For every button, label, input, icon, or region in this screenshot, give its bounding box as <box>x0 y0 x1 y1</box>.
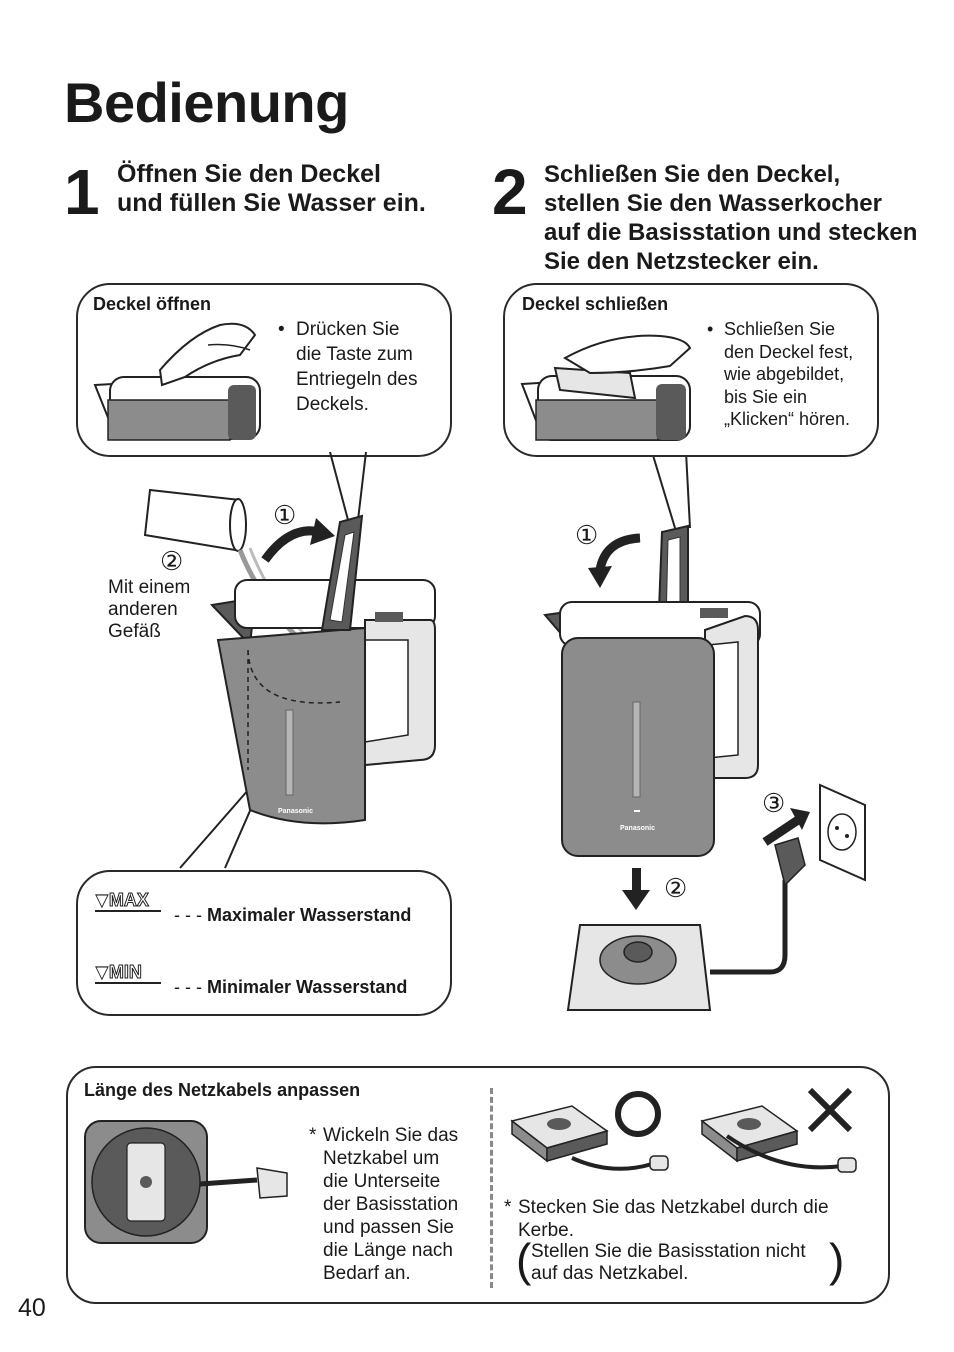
vessel-line: Mit einem <box>108 577 191 598</box>
cord-line: Wickeln Sie das <box>323 1125 459 1146</box>
max-mark-text: MAX <box>108 890 149 911</box>
callout-line: „Klicken“ hören. <box>724 409 851 429</box>
step-2-circle-1: ① <box>575 520 599 550</box>
cord-line: und passen Sie <box>323 1217 454 1238</box>
paren-left: ( <box>516 1234 532 1286</box>
step-2-heading: Schließen Sie den Deckel, stellen Sie de… <box>544 160 917 276</box>
cord-notch-line: Kerbe. <box>518 1220 574 1241</box>
max-label-text: Maximaler Wasserstand <box>207 905 412 925</box>
base-underside-illustration <box>84 1120 288 1244</box>
step-2-heading-line: auf die Basisstation und stecken <box>544 219 918 246</box>
callout-open-lid-title: Deckel öffnen <box>93 294 212 314</box>
kettle-brand: Panasonic <box>278 808 313 815</box>
cord-line: Netzkabel um <box>323 1148 440 1169</box>
cord-notch-illustrations <box>510 1087 857 1173</box>
correct-circle-icon <box>615 1091 661 1137</box>
callout-open-lid-text: • Drücken Sie die Taste zum Entriegeln d… <box>278 319 418 415</box>
cord-length-title: Länge des Netzkabels anpassen <box>84 1080 361 1100</box>
cord-box-divider <box>490 1088 493 1288</box>
cord-line: Bedarf an. <box>323 1263 411 1284</box>
callout-line: Deckels. <box>296 394 369 415</box>
step-1-number: 1 <box>64 156 100 228</box>
step-1-heading-line: Öffnen Sie den Deckel <box>117 160 381 188</box>
cord-notch-line: Stecken Sie das Netzkabel durch die <box>518 1197 829 1218</box>
callout-line: Entriegeln des <box>296 369 418 390</box>
callout-line: Schließen Sie <box>724 319 836 339</box>
max-mark: ▽MAX <box>95 890 161 912</box>
cord-wrap-text: * Wickeln Sie das Netzkabel um die Unter… <box>309 1124 458 1285</box>
step-2-circle-3: ③ <box>762 788 786 818</box>
min-mark: ▽MIN <box>95 962 161 984</box>
max-label: - - - Maximaler Wasserstand <box>174 905 412 925</box>
callout-line: wie abgebildet, <box>724 364 845 384</box>
vessel-line: anderen <box>108 599 178 620</box>
asterisk: * <box>309 1125 317 1146</box>
wrong-cross-icon <box>807 1087 853 1133</box>
min-mark-text: MIN <box>108 962 142 983</box>
min-label: - - - Minimaler Wasserstand <box>174 977 408 997</box>
cord-line: die Unterseite <box>323 1171 441 1192</box>
step-1-heading: Öffnen Sie den Deckel und füllen Sie Was… <box>117 160 426 218</box>
callout-close-lid-title: Deckel schließen <box>522 294 669 314</box>
page-title: Bedienung <box>64 71 349 134</box>
callout-line: die Taste zum <box>296 344 413 365</box>
cord-warning-line: auf das Netzkabel. <box>531 1263 689 1284</box>
callout-line: bis Sie ein <box>724 386 808 407</box>
step-2-heading-line: Schließen Sie den Deckel, <box>544 161 841 188</box>
page-number: 40 <box>18 1294 46 1322</box>
step-2-heading-line: Sie den Netzstecker ein. <box>544 248 819 275</box>
step-2-number: 2 <box>492 156 528 228</box>
kettle-brand: Panasonic <box>620 825 655 832</box>
paren-right: ) <box>829 1234 845 1286</box>
vessel-line: Gefäß <box>108 621 161 642</box>
water-level-box <box>76 870 452 1016</box>
min-label-text: Minimaler Wasserstand <box>207 977 408 997</box>
cord-warning-line: Stellen Sie die Basisstation nicht <box>531 1241 806 1262</box>
other-vessel-label: Mit einem anderen Gefäß <box>108 577 190 643</box>
cord-line: die Länge nach <box>323 1240 453 1261</box>
cord-warning-text: ( Stellen Sie die Basisstation nicht auf… <box>516 1237 844 1285</box>
kettle-fill-illustration: Panasonic <box>143 488 436 825</box>
hand-press-illustration <box>93 322 261 441</box>
step-2-circle-2: ② <box>664 873 688 903</box>
step-1-heading-line: und füllen Sie Wasser ein. <box>117 189 426 217</box>
callout-line: den Deckel fest, <box>724 341 854 362</box>
kettle-close-base-illustration: Panasonic <box>543 524 866 1011</box>
callout-close-lid-text: • Schließen Sie den Deckel fest, wie abg… <box>707 319 854 429</box>
callout-line: Drücken Sie <box>296 319 400 340</box>
cord-notch-text: * Stecken Sie das Netzkabel durch die Ke… <box>504 1196 829 1242</box>
asterisk: * <box>504 1197 512 1218</box>
step-1-circle-2: ② <box>160 546 184 576</box>
hand-close-illustration <box>520 334 692 441</box>
step-1-circle-1: ① <box>273 500 297 530</box>
step-2-heading-line: stellen Sie den Wasserkocher <box>544 190 882 217</box>
cord-line: der Basisstation <box>323 1194 459 1215</box>
